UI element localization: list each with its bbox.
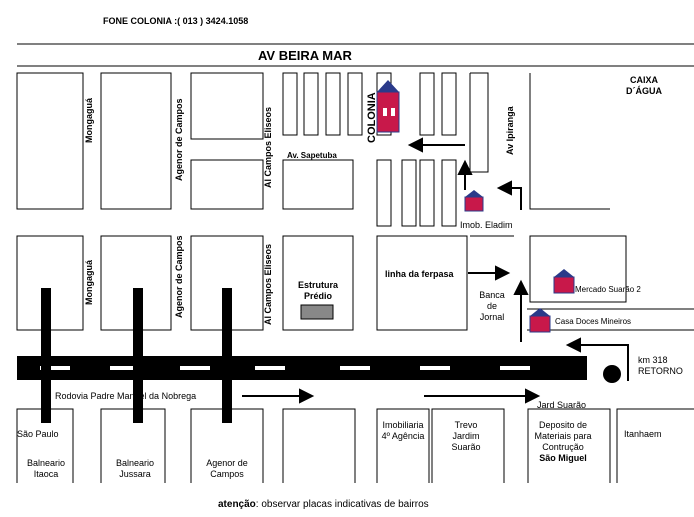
estrutura-predio-marker [300,304,334,320]
upper-blocks [16,72,610,227]
footer-atencao: atenção [218,499,256,510]
street-av-ipiranga: Av Ipiranga [505,106,515,155]
deposito-line3: Contrução [542,442,584,452]
casa-doces-building-icon [529,308,551,333]
estrutura-line1: Estrutura [297,280,338,290]
footer-note-text: : observar placas indicativas de bairros [255,499,429,510]
trevo-line2: Jardim [452,431,480,441]
street-av-beira-mar: AV BEIRA MAR [258,48,352,63]
label-km318-retorno: km 318 RETORNO [638,355,683,377]
label-casa-doces-mineiros: Casa Doces Mineiros [555,317,632,326]
banca-line3: Jornal [479,312,505,322]
banca-line1: Banca [479,290,505,300]
street-agenor-lower: Agenor de Campos [174,235,184,318]
label-imob-eladim: Imob. Eladim [460,220,513,230]
place-deposito-materiais: Deposito de Materiais para Contrução São… [530,420,596,464]
trevo-line3: Suarão [451,442,481,452]
place-imobiliaria: Imobiliaria 4º Agência [377,420,429,442]
street-campos-eliseos-lower: Al Campos Eliseos [263,243,273,325]
phone-label: FONE COLONIA :( 013 ) 3424.1058 [103,16,249,26]
place-jussara: Balneario Jussara [110,458,160,480]
street-mongagua-lower: Mongaguá [84,260,94,305]
caixa-agua-line2: D´ÁGUA [626,86,662,96]
jussara-line2: Jussara [119,469,151,479]
street-agenor-upper: Agenor de Campos [174,98,184,181]
label-estrutura-predio: Estrutura Prédio [292,280,344,302]
estrutura-line2: Prédio [303,291,332,301]
km318-line1: km 318 [638,355,668,365]
street-jard-suarao: Jard Suarão [537,400,587,410]
place-itaoca: Balneario Itaoca [22,458,70,480]
caixa-agua-line1: CAIXA [629,75,658,85]
itaoca-line1: Balneario [26,458,66,468]
direction-arrows [242,137,629,404]
street-mongagua-upper: Mongaguá [84,98,94,143]
jussara-line1: Balneario [115,458,155,468]
footer-note: atenção: observar placas indicativas de … [218,499,429,511]
street-rodovia: Rodovia Padre Manoel da Nobrega [55,391,197,401]
imobiliaria-line1: Imobiliaria [382,420,424,430]
deposito-sao-miguel: São Miguel [539,453,587,463]
mercado-building-icon [553,269,575,294]
km318-line2: RETORNO [638,366,683,376]
highway [17,288,621,423]
trevo-line1: Trevo [454,420,478,430]
agenor-line2: Campos [210,469,244,479]
label-colonia: COLONIA [366,92,378,143]
agenor-line1: Agenor de [206,458,248,468]
place-sao-paulo: São Paulo [17,429,59,439]
place-itanhaem: Itanhaem [624,429,662,439]
place-trevo-jardim-suarao: Trevo Jardim Suarão [437,420,495,453]
label-banca-jornal: Banca de Jornal [475,290,509,323]
imobiliaria-line2: 4º Agência [381,431,425,441]
street-campos-eliseos-upper: Al Campos Eliseos [263,106,273,188]
deposito-line1: Deposito de [538,420,588,430]
bottom-blocks [16,408,694,483]
imob-eladim-building-icon [464,190,484,212]
street-av-sapetuba: Av. Sapetuba [287,151,337,160]
label-linha-ferpasa: linha da ferpasa [385,269,454,279]
itaoca-line2: Itaoca [33,469,59,479]
colonia-building-icon [376,80,400,133]
label-mercado-suarao: Mercado Suarão 2 [575,285,641,294]
place-agenor-campos: Agenor de Campos [198,458,256,480]
banca-line2: de [486,301,497,311]
deposito-line2: Materiais para [534,431,592,441]
label-caixa-agua: CAIXA D´ÁGUA [624,75,664,97]
